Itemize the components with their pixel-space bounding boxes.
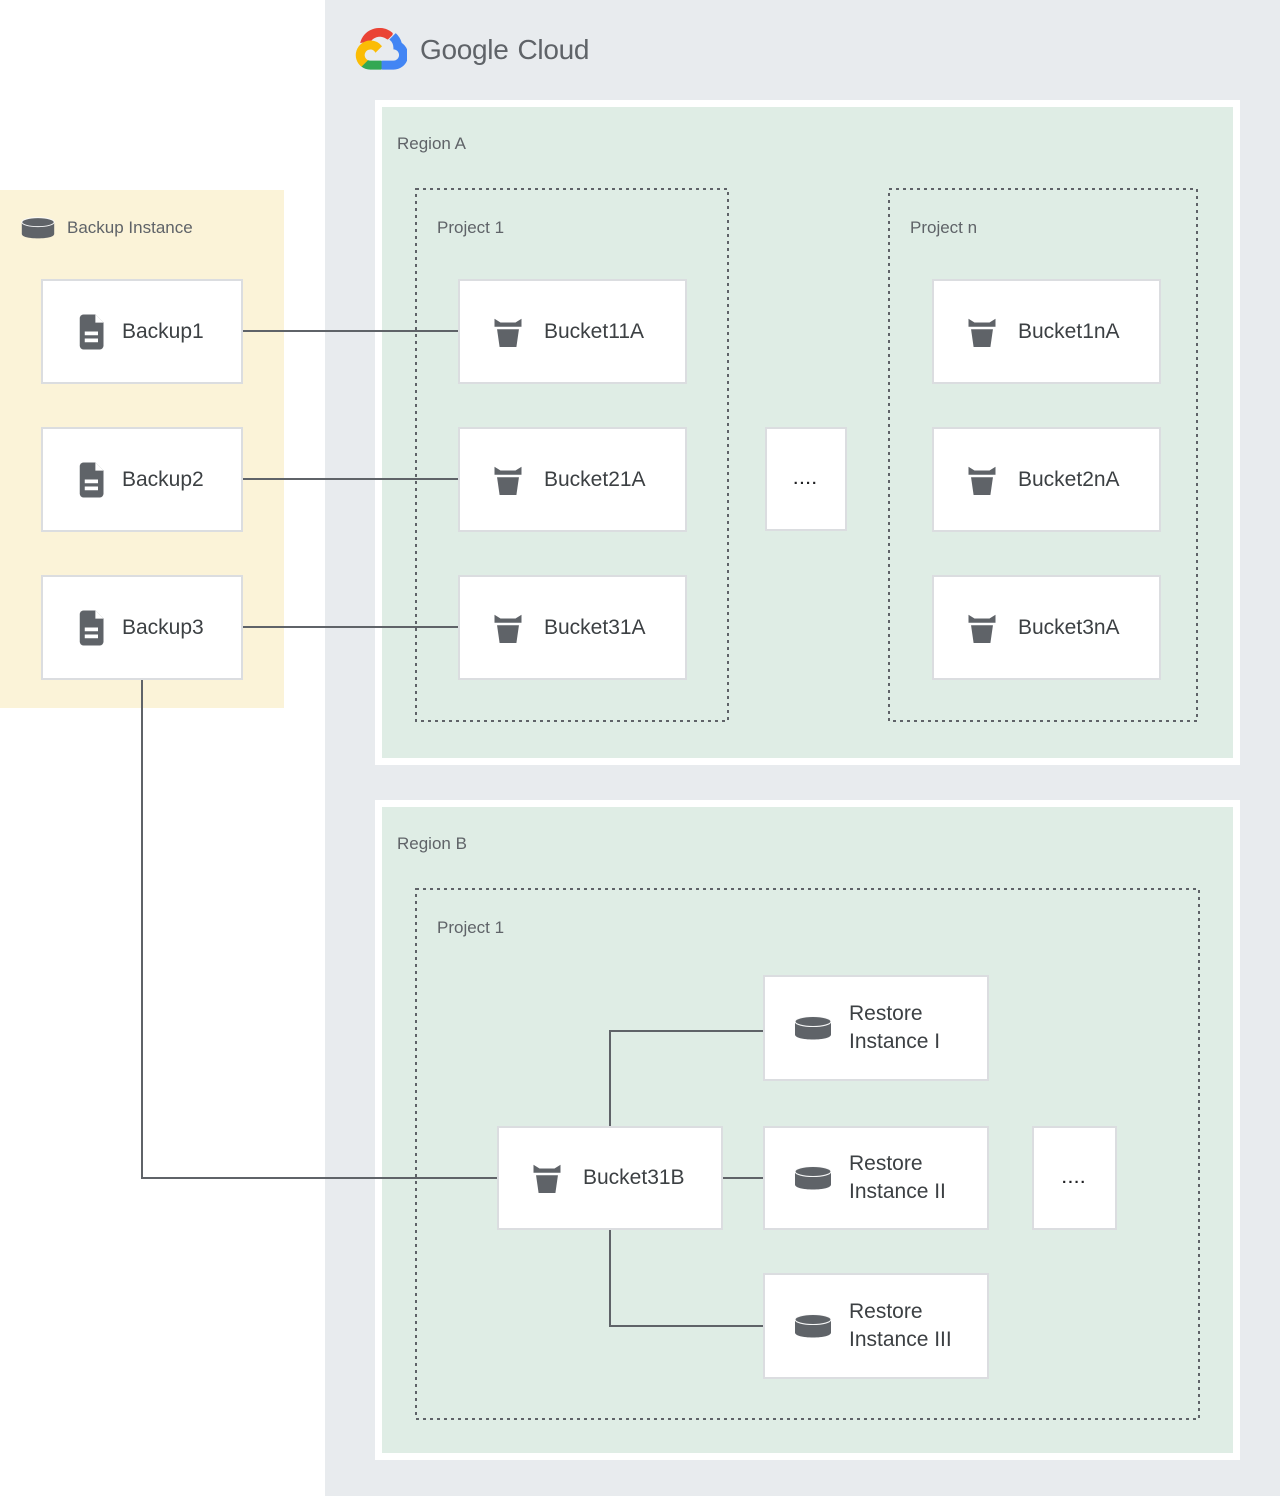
bucket-icon (494, 466, 522, 495)
restore-instance-node: Restore Instance II (763, 1126, 989, 1230)
backup-instance-header: Backup Instance (20, 216, 193, 240)
project-n-region-a: Project n Bucket1nA Bucket2nA Bucket3nA (888, 188, 1198, 722)
google-cloud-logo-icon (355, 28, 407, 70)
bucket-icon (533, 1164, 561, 1193)
region-b: Region B Project 1 Restore Instance I Bu… (375, 800, 1240, 1460)
google-cloud-panel: Google Cloud Region A Project 1 Bucket11… (325, 0, 1280, 1496)
database-icon (794, 1015, 832, 1041)
bucket-label: Bucket1nA (1018, 319, 1120, 343)
project-dashed-border (888, 188, 1198, 722)
backup-node: Backup1 (41, 279, 243, 384)
project-dashed-border (415, 188, 729, 722)
backup-label: Backup2 (122, 467, 204, 491)
database-icon (794, 1313, 832, 1339)
bucket-icon (968, 614, 996, 643)
restore-instance-node: Restore Instance I (763, 975, 989, 1081)
backup-instance-panel: Backup Instance Backup1 Backup2 Backup3 (0, 190, 284, 708)
google-cloud-wordmark: Google Cloud (420, 34, 589, 66)
bucket-icon (968, 318, 996, 347)
document-icon (79, 462, 104, 497)
bucket-label: Bucket31B (583, 1166, 685, 1189)
backup-node: Backup3 (41, 575, 243, 680)
logo-product-text: Cloud (517, 33, 590, 65)
project-1a-label: Project 1 (437, 218, 505, 237)
bucket-node: Bucket1nA (932, 279, 1161, 384)
bucket-node: Bucket3nA (932, 575, 1161, 680)
logo-brand-text: Google (420, 33, 509, 65)
restore-instance-label: Restore Instance II (849, 1152, 946, 1203)
document-icon (79, 314, 104, 349)
bucket-icon (494, 614, 522, 643)
bucket-node: Bucket31B (497, 1126, 723, 1230)
backup-instance-title: Backup Instance (67, 218, 193, 237)
bucket-icon (968, 466, 996, 495)
bucket-label: Bucket3nA (1018, 615, 1120, 639)
region-a-label: Region A (397, 134, 466, 153)
region-b-label: Region B (397, 834, 467, 853)
bucket-node: Bucket2nA (932, 427, 1161, 532)
ellipsis-box: .... (765, 427, 847, 531)
bucket-icon (494, 318, 522, 347)
restore-instance-label: Restore Instance III (849, 1300, 952, 1351)
google-cloud-logo: Google Cloud (355, 28, 589, 71)
bucket-node: Bucket11A (458, 279, 687, 384)
bucket-label: Bucket31A (544, 615, 646, 639)
backup-label: Backup3 (122, 615, 204, 639)
project-1-region-a: Project 1 Bucket11A Bucket21A Bucket31A (415, 188, 729, 722)
backup-label: Backup1 (122, 319, 204, 343)
project-1-region-b: Project 1 Restore Instance I Bucket31B R… (415, 888, 1200, 1420)
database-icon (794, 1165, 832, 1191)
ellipsis-box: .... (1032, 1126, 1117, 1230)
bucket-node: Bucket31A (458, 575, 687, 680)
project-1b-label: Project 1 (437, 918, 505, 937)
restore-instance-label: Restore Instance I (849, 1002, 941, 1053)
project-na-label: Project n (910, 218, 978, 237)
bucket-label: Bucket21A (544, 467, 646, 491)
bucket-node: Bucket21A (458, 427, 687, 532)
bucket-label: Bucket2nA (1018, 467, 1120, 491)
restore-instance-node: Restore Instance III (763, 1273, 989, 1379)
region-a: Region A Project 1 Bucket11A Bucket21A (375, 100, 1240, 765)
backup-node: Backup2 (41, 427, 243, 532)
bucket-label: Bucket11A (544, 319, 645, 343)
document-icon (79, 610, 104, 645)
database-icon (21, 217, 55, 239)
